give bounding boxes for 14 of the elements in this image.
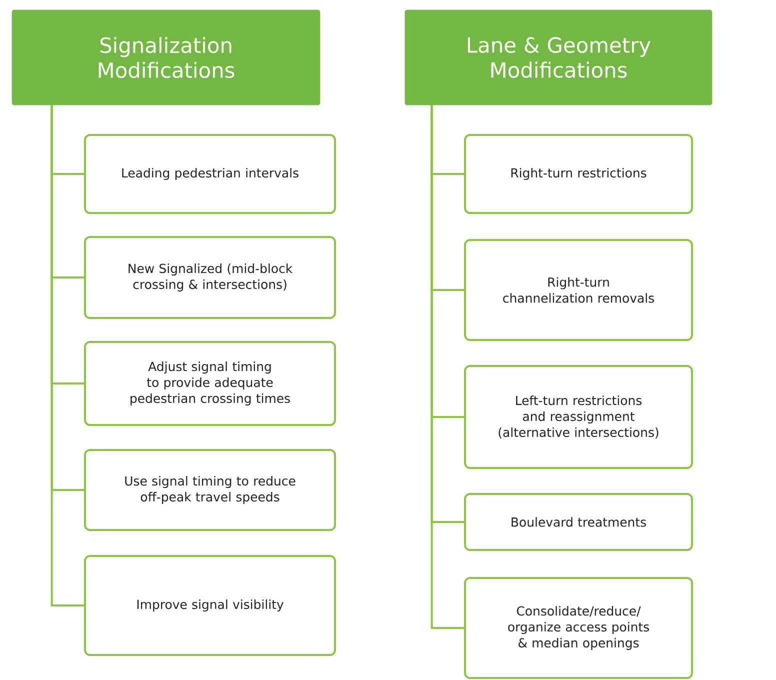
item-box: Use signal timing to reduce off-peak travel speeds — [84, 449, 336, 531]
item-box: Left-turn restrictions and reassignment (alternative intersections) — [464, 365, 693, 469]
item-box: Right-turn channelization removals — [464, 239, 693, 341]
item-box: Adjust signal timing to provide adequate pedestrian crossing times — [84, 341, 336, 426]
item-box: Consolidate/reduce/ organize access points & median openings — [464, 577, 693, 679]
item-box: Improve signal visibility — [84, 555, 336, 656]
heading-box: Lane & Geometry Modifications — [404, 10, 712, 106]
item-box: Boulevard treatments — [464, 493, 693, 551]
connector-line — [430, 105, 464, 629]
connector-line — [50, 105, 84, 606]
item-box: Leading pedestrian intervals — [84, 134, 336, 214]
heading-box: Signalization Modifications — [12, 10, 320, 106]
item-box: New Signalized (mid-block crossing & intersections) — [84, 236, 336, 319]
item-box: Right-turn restrictions — [464, 134, 693, 214]
